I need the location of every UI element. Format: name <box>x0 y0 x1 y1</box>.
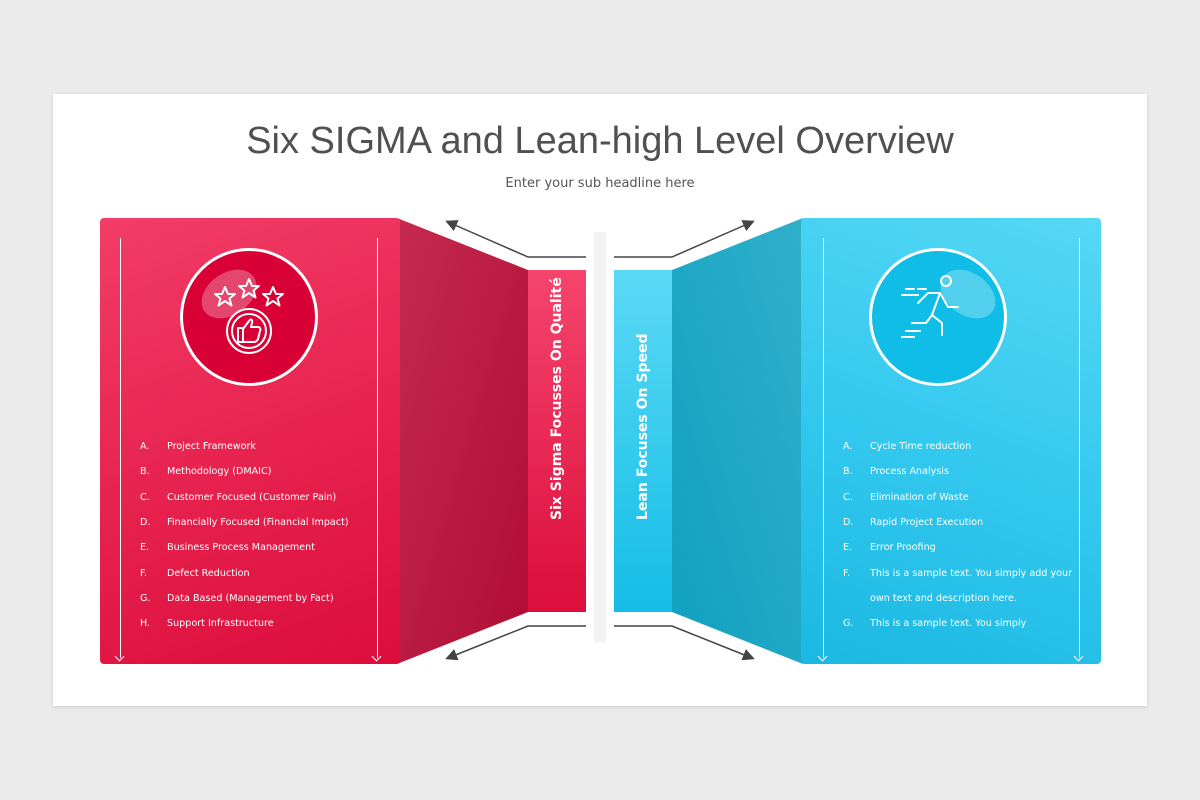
right-center-panel <box>614 270 672 612</box>
stars-thumbs-up-icon <box>214 278 284 354</box>
list-item: A.Cycle Time reduction <box>843 441 972 453</box>
center-divider <box>594 232 606 642</box>
running-person-icon <box>901 275 959 338</box>
list-item: F.Defect Reduction <box>140 567 250 579</box>
list-item: E.Error Proofing <box>843 542 936 554</box>
right-side-label: Lean Focuses On Speed <box>635 333 651 520</box>
lean-list: A.Cycle Time reduction B.Process Analysi… <box>843 434 1081 636</box>
six-sigma-list: A.Project Framework B.Methodology (DMAIC… <box>140 434 380 636</box>
page-title: Six SIGMA and Lean-high Level Overview <box>246 120 954 162</box>
six-sigma-panel: A.Project Framework B.Methodology (DMAIC… <box>100 218 400 664</box>
page-subtitle: Enter your sub headline here <box>505 176 695 191</box>
left-side-label: Six Sigma Focusses On Qualité <box>549 277 565 520</box>
list-item: B.Methodology (DMAIC) <box>140 466 272 478</box>
list-item: F.This is a sample text. You simply add … <box>843 567 1073 579</box>
left-center-panel <box>528 270 586 612</box>
list-item: D.Financially Focused (Financial Impact) <box>140 517 349 529</box>
list-item: H.Support Infrastructure <box>140 618 274 630</box>
right-3d-wall <box>672 218 803 664</box>
six-sigma-icon-circle <box>180 248 318 386</box>
list-item: G.This is a sample text. You simply <box>843 618 1027 630</box>
down-arrow-icon <box>1079 238 1080 658</box>
list-item: own text and description here. <box>870 592 1017 604</box>
list-item: G.Data Based (Management by Fact) <box>140 592 334 604</box>
left-3d-wall <box>397 218 528 664</box>
lean-icon-circle <box>869 248 1007 386</box>
list-item: C.Elimination of Waste <box>843 491 969 503</box>
list-item: C.Customer Focused (Customer Pain) <box>140 491 337 503</box>
lean-panel: A.Cycle Time reduction B.Process Analysi… <box>801 218 1101 664</box>
list-item: A.Project Framework <box>140 441 256 453</box>
down-arrow-icon <box>120 238 121 658</box>
down-arrow-icon <box>377 238 378 658</box>
list-item: B.Process Analysis <box>843 466 949 478</box>
list-item: E.Business Process Management <box>140 542 315 554</box>
list-item: D.Rapid Project Execution <box>843 517 984 529</box>
down-arrow-icon <box>823 238 824 658</box>
